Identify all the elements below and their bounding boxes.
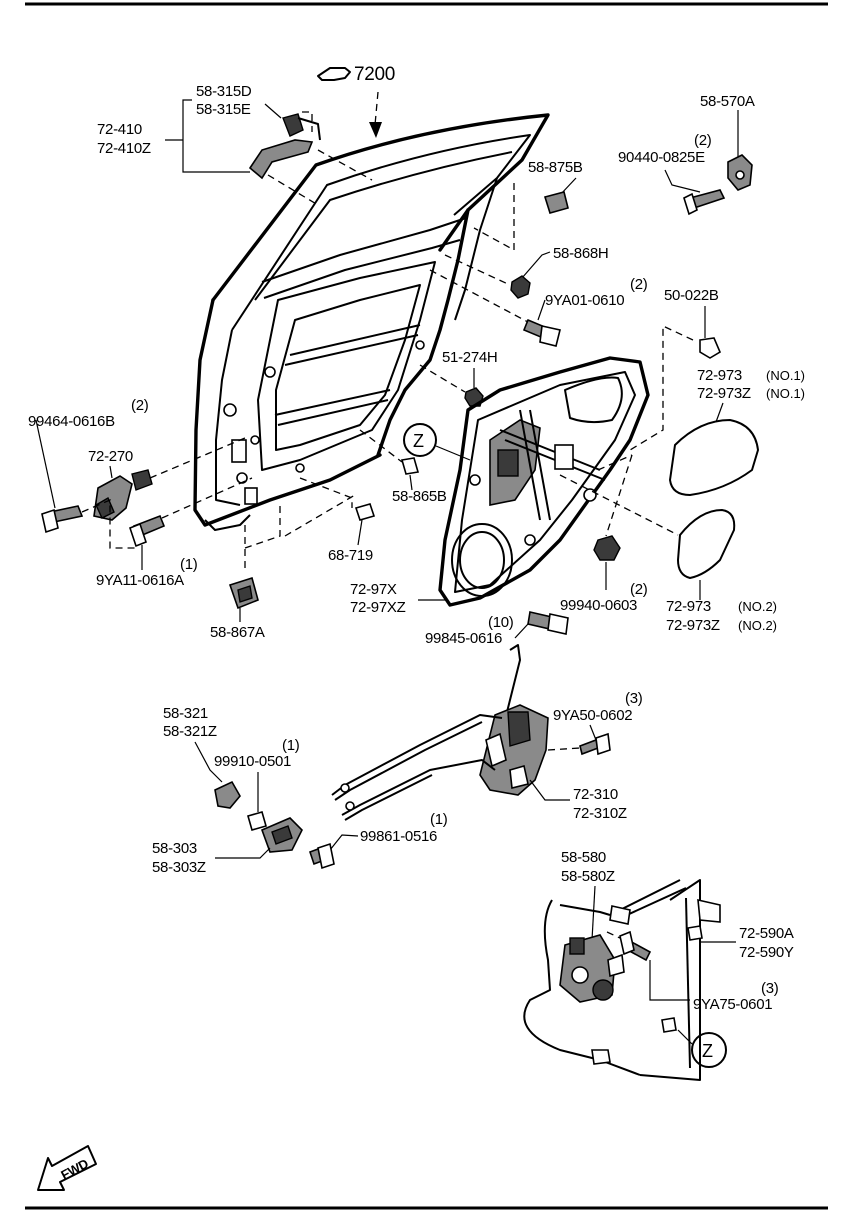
striker-parts: 58-570A (2) 90440-0825E <box>618 93 755 216</box>
label-68-719: 68-719 <box>328 547 373 564</box>
pointing-hand-icon <box>317 67 351 81</box>
label-58-865B: 58-865B <box>392 488 447 505</box>
callout-z-upper: Z <box>403 423 471 461</box>
label-58-868H: 58-868H <box>553 245 608 262</box>
label-no1b: (NO.1) <box>766 386 805 401</box>
label-no1: (NO.1) <box>766 368 805 383</box>
label-9YA50-0602: 9YA50-0602 <box>553 707 632 724</box>
qty-99464: (2) <box>131 397 149 414</box>
label-9YA11-0616A: 9YA11-0616A <box>96 572 184 589</box>
label-58-580Z: 58-580Z <box>561 868 615 885</box>
qty-9YA50: (3) <box>625 690 643 707</box>
label-58-303: 58-303 <box>152 840 197 857</box>
label-58-315E: 58-315E <box>196 101 251 118</box>
qty-9YA01: (2) <box>630 276 648 293</box>
label-58-303Z: 58-303Z <box>152 859 206 876</box>
qty-99910: (1) <box>282 737 300 754</box>
part-58-867A: 58-867A <box>210 494 356 641</box>
label-72-590A: 72-590A <box>739 925 794 942</box>
label-72-973Z-1: 72-973Z <box>697 385 751 402</box>
label-99940-0603: 99940-0603 <box>560 597 637 614</box>
outer-handle-parts: 58-315D 58-315E 72-410 72-410Z <box>97 83 373 206</box>
inner-handle-parts: 58-321 58-321Z (1) 99910-0501 58-303 58-… <box>152 705 448 876</box>
label-58-570A: 58-570A <box>700 93 755 110</box>
label-58-321: 58-321 <box>163 705 208 722</box>
fwd-arrow-icon <box>37 1145 97 1191</box>
ref-number: 7200 <box>354 64 395 85</box>
label-99464-0616B: 99464-0616B <box>28 413 115 430</box>
label-9YA01-0610: 9YA01-0610 <box>545 292 624 309</box>
label-58-875B: 58-875B <box>528 159 583 176</box>
label-72-973Z-2: 72-973Z <box>666 617 720 634</box>
qty-99861: (1) <box>430 811 448 828</box>
window-regulator: 58-580 58-580Z 72-590A 72-590Y (3) 9YA75… <box>523 849 794 1081</box>
label-72-973-1: 72-973 <box>697 367 742 384</box>
part-58-865B: 58-865B <box>359 429 447 505</box>
part-50-022B: 50-022B <box>629 287 722 451</box>
label-72-973-2: 72-973 <box>666 598 711 615</box>
callout-letter-lower: Z <box>702 1041 713 1061</box>
label-72-590Y: 72-590Y <box>739 944 794 961</box>
qty-9YA11: (1) <box>180 556 198 573</box>
callout-z-lower: Z <box>677 1029 727 1068</box>
label-72-97X: 72-97X <box>350 581 397 598</box>
hinge-parts-left: (2) 99464-0616B 72-270 (1) 9YA11-0616A <box>28 397 253 589</box>
qty-9YA75: (3) <box>761 980 779 997</box>
label-58-321Z: 58-321Z <box>163 723 217 740</box>
label-72-410: 72-410 <box>97 121 142 138</box>
callout-letter-upper: Z <box>413 431 424 451</box>
label-99845-0616: 99845-0616 <box>425 630 502 647</box>
label-no2: (NO.2) <box>738 599 777 614</box>
qty-90440: (2) <box>694 132 712 149</box>
qty-99940: (2) <box>630 581 648 598</box>
label-72-97XZ: 72-97XZ <box>350 599 406 616</box>
label-58-580: 58-580 <box>561 849 606 866</box>
label-9YA75-0601: 9YA75-0601 <box>693 996 772 1013</box>
fwd-arrow: FWD <box>37 1145 97 1191</box>
part-72-973-no2: 72-973 (NO.2) 72-973Z (NO.2) <box>559 474 777 634</box>
part-99940-0603: (2) 99940-0603 <box>560 454 648 614</box>
door-lock: (3) 9YA50-0602 72-310 72-310Z <box>331 644 643 822</box>
label-50-022B: 50-022B <box>664 287 719 304</box>
part-99845-0616: (10) 99845-0616 <box>425 611 569 647</box>
label-72-270: 72-270 <box>88 448 133 465</box>
label-58-315D: 58-315D <box>196 83 252 100</box>
part-58-868H: 58-868H <box>444 245 609 299</box>
ref-7200: 7200 <box>317 64 395 138</box>
label-72-310: 72-310 <box>573 786 618 803</box>
part-72-973-no1: 72-973 (NO.1) 72-973Z (NO.1) <box>669 367 805 496</box>
label-72-310Z: 72-310Z <box>573 805 627 822</box>
qty-99845: (10) <box>488 614 514 631</box>
label-58-867A: 58-867A <box>210 624 265 641</box>
label-no2b: (NO.2) <box>738 618 777 633</box>
part-68-719: 68-719 <box>299 477 376 564</box>
label-99861-0516: 99861-0516 <box>360 828 437 845</box>
label-99910-0501: 99910-0501 <box>214 753 291 770</box>
label-51-274H: 51-274H <box>442 349 497 366</box>
part-9YA01-0610: (2) 9YA01-0610 <box>429 269 648 347</box>
label-90440-0825E: 90440-0825E <box>618 149 705 166</box>
label-72-410Z: 72-410Z <box>97 140 151 157</box>
part-58-875B: 58-875B <box>473 159 583 252</box>
